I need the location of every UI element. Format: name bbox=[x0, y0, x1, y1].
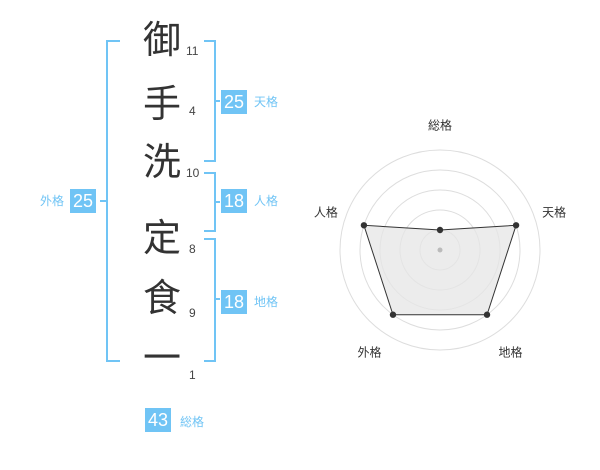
name-char: 御 bbox=[142, 18, 181, 62]
name-char: 一 bbox=[142, 336, 181, 380]
radar-axis-label: 外格 bbox=[357, 345, 381, 360]
name-char: 手 bbox=[142, 82, 181, 126]
stroke-count: 4 bbox=[189, 104, 196, 118]
name-char: 洗 bbox=[142, 140, 181, 184]
radar-point bbox=[436, 226, 444, 234]
radar-point bbox=[360, 222, 368, 229]
jinkaku-bracket-tick bbox=[214, 201, 220, 203]
name-char: 食 bbox=[142, 276, 181, 320]
stroke-count: 1 bbox=[189, 368, 196, 382]
stroke-count: 9 bbox=[189, 306, 196, 320]
soukaku-score: 43 bbox=[145, 408, 172, 432]
radar-point bbox=[389, 311, 397, 318]
chikaku-score: 18 bbox=[221, 290, 248, 314]
gaikaku-bracket bbox=[106, 40, 120, 362]
chikaku-label: 地格 bbox=[254, 295, 279, 309]
radar-axis-label: 人格 bbox=[314, 204, 338, 219]
chikaku-bracket bbox=[204, 238, 216, 362]
radar-point bbox=[512, 222, 520, 229]
gaikaku-label: 外格 bbox=[40, 194, 65, 208]
radar-chart: 総格天格地格 外格 人格 bbox=[300, 110, 580, 360]
tenkaku-score: 25 bbox=[221, 90, 248, 114]
stroke-count: 8 bbox=[189, 242, 196, 256]
jinkaku-label: 人格 bbox=[254, 194, 279, 208]
radar-center bbox=[437, 247, 443, 253]
chikaku-bracket-tick bbox=[214, 298, 220, 300]
tenkaku-label: 天格 bbox=[254, 95, 279, 109]
radar-axis-label: 地格 bbox=[499, 345, 523, 360]
soukaku-label: 総格 bbox=[180, 415, 205, 429]
radar-ring bbox=[339, 149, 541, 351]
jinkaku-score: 18 bbox=[221, 189, 248, 213]
radar-axis-label: 天格 bbox=[542, 204, 566, 219]
radar-point bbox=[483, 311, 491, 318]
radar-ring bbox=[359, 169, 521, 331]
radar-series-polygon bbox=[363, 224, 517, 316]
stroke-count: 10 bbox=[186, 166, 200, 180]
radar-axis-label: 総格 bbox=[428, 118, 452, 133]
stroke-count: 11 bbox=[186, 44, 199, 58]
name-char: 定 bbox=[142, 216, 181, 260]
tenkaku-bracket-tick bbox=[214, 100, 220, 102]
gaikaku-bracket-tick bbox=[100, 200, 108, 202]
gaikaku-score: 25 bbox=[70, 189, 97, 213]
